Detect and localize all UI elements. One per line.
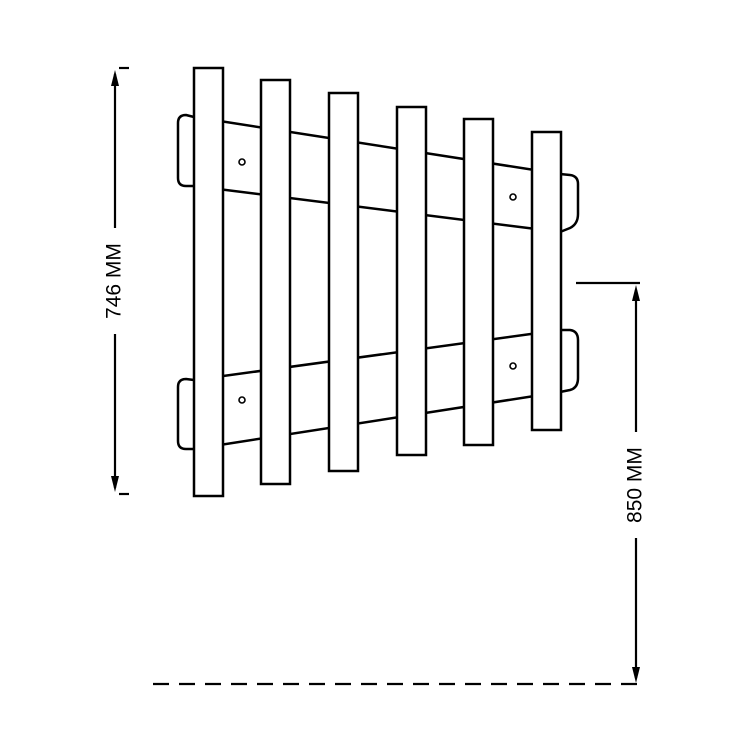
bolt-upper-right (509, 193, 517, 201)
bolt-lower-left (238, 396, 246, 404)
clearance-dim-arrow-top (632, 285, 640, 301)
height-dimension (111, 66, 129, 496)
picket-2 (259, 78, 292, 486)
picket-5 (462, 117, 495, 447)
clearance-dim-arrow-bottom (632, 667, 640, 683)
bolt-upper-left (238, 158, 246, 166)
ground-clearance-dimension (153, 281, 640, 686)
fence-pickets (192, 66, 563, 498)
ground-clearance-label: 850 MM (624, 447, 647, 523)
picket-6 (530, 130, 563, 432)
height-dimension-label: 746 MM (103, 243, 126, 319)
fence-rails (176, 113, 580, 451)
rail-bolts (238, 158, 517, 404)
picket-4 (395, 105, 428, 457)
picket-3 (327, 91, 360, 473)
bolt-lower-right (509, 362, 517, 370)
picket-1 (192, 66, 225, 498)
height-dim-arrow-bottom (111, 476, 119, 492)
height-dim-arrow-top (111, 70, 119, 86)
lower-rail (176, 328, 580, 451)
upper-rail (176, 113, 580, 234)
